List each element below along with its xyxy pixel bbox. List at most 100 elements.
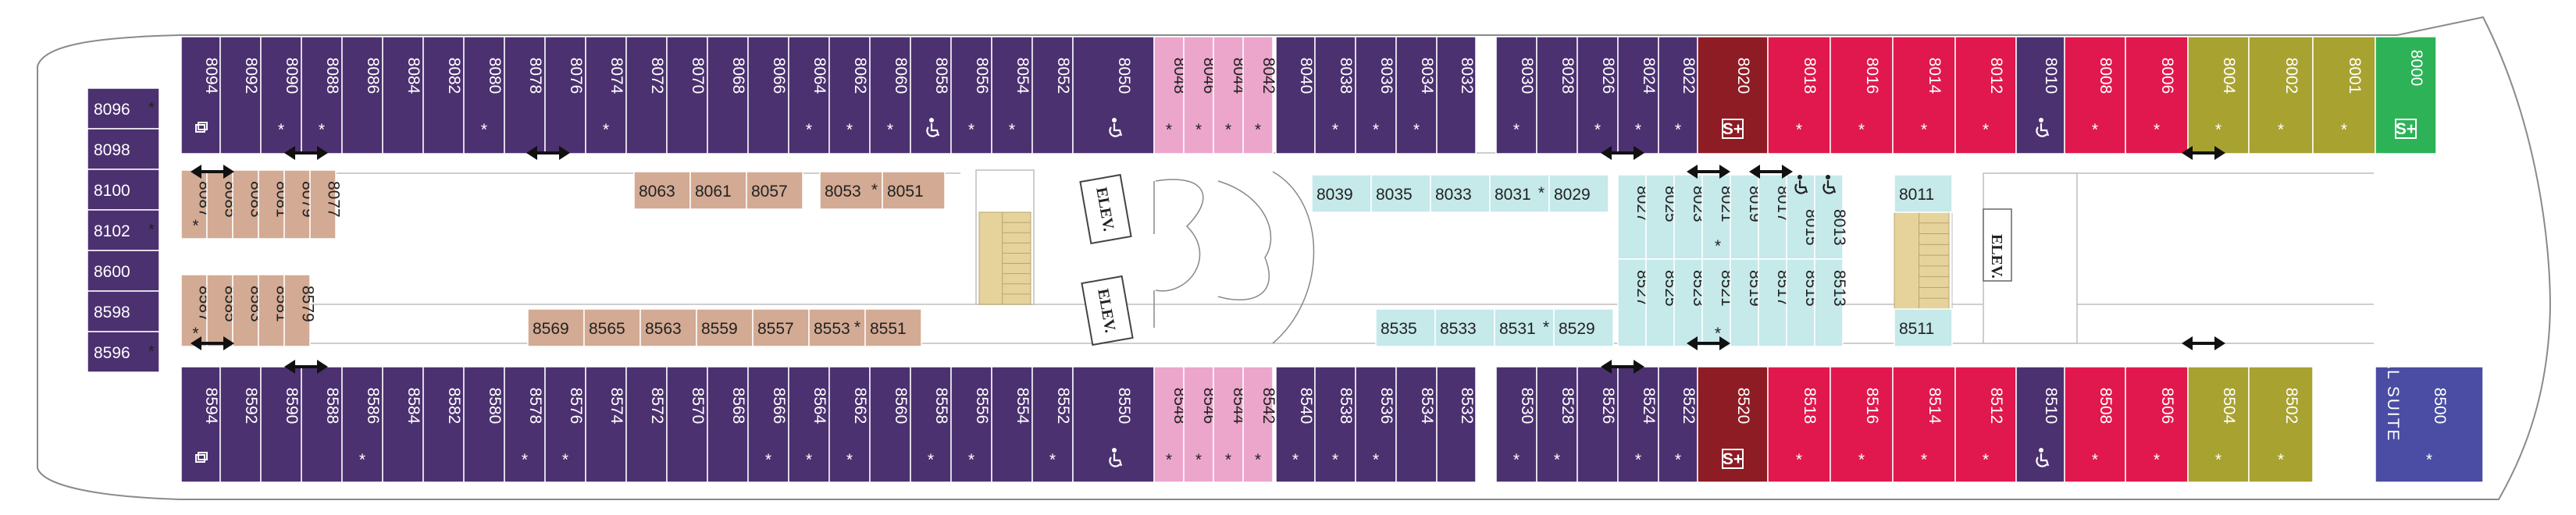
cabin-8578[interactable]: 8578* <box>504 366 546 483</box>
cabin-8550[interactable]: 8550 <box>1072 366 1155 483</box>
cabin-8590[interactable]: 8590 <box>260 366 302 483</box>
cabin-8018[interactable]: 8018* <box>1767 36 1831 154</box>
cabin-8074[interactable]: 8074* <box>585 36 627 154</box>
cabin-8068[interactable]: 8068 <box>707 36 749 154</box>
cabin-8042[interactable]: 8042* <box>1242 36 1277 154</box>
cabin-8052[interactable]: 8052 <box>1031 36 1074 154</box>
cabin-8572[interactable]: 8572 <box>625 366 668 483</box>
cabin-8584[interactable]: 8584 <box>382 366 424 483</box>
cabin-8588[interactable]: 8588 <box>301 366 343 483</box>
cabin-8100[interactable]: 8100 <box>87 169 160 211</box>
cabin-8535[interactable]: 8535 <box>1375 308 1436 347</box>
cabin-8570[interactable]: 8570 <box>666 366 708 483</box>
cabin-8560[interactable]: 8560 <box>869 366 911 483</box>
cabin-8525[interactable]: 8525 <box>1645 258 1680 347</box>
cabin-8062[interactable]: 8062* <box>828 36 871 154</box>
cabin-8056[interactable]: 8056* <box>950 36 992 154</box>
cabin-8562[interactable]: 8562* <box>828 366 871 483</box>
cabin-8594[interactable]: 8594 <box>180 366 221 483</box>
cabin-8080[interactable]: 8080* <box>463 36 505 154</box>
cabin-8001[interactable]: 8001* <box>2312 36 2376 154</box>
cabin-8058[interactable]: 8058 <box>910 36 952 154</box>
cabin-8064[interactable]: 8064* <box>788 36 830 154</box>
cabin-8011[interactable]: 8011 <box>1894 174 1953 213</box>
cabin-8084[interactable]: 8084 <box>382 36 424 154</box>
cabin-8024[interactable]: 8024* <box>1617 36 1659 154</box>
cabin-8025[interactable]: 8025 <box>1645 174 1680 260</box>
cabin-8529[interactable]: 8529 <box>1553 308 1614 347</box>
cabin-8088[interactable]: 8088* <box>301 36 343 154</box>
cabin-8574[interactable]: 8574 <box>585 366 627 483</box>
cabin-8004[interactable]: 8004* <box>2187 36 2250 154</box>
cabin-8039[interactable]: 8039 <box>1311 174 1372 213</box>
cabin-8538[interactable]: 8538* <box>1314 366 1356 483</box>
cabin-8532[interactable]: 8532 <box>1436 366 1477 483</box>
cabin-8031[interactable]: 8031* <box>1489 174 1550 213</box>
cabin-8518[interactable]: 8518* <box>1767 366 1831 483</box>
cabin-8556[interactable]: 8556* <box>950 366 992 483</box>
cabin-8070[interactable]: 8070 <box>666 36 708 154</box>
cabin-8040[interactable]: 8040 <box>1275 36 1316 154</box>
cabin-8038[interactable]: 8038* <box>1314 36 1356 154</box>
cabin-8524[interactable]: 8524* <box>1617 366 1659 483</box>
cabin-8530[interactable]: 8530* <box>1495 366 1537 483</box>
cabin-8508[interactable]: 8508* <box>2064 366 2126 483</box>
cabin-8557[interactable]: 8557 <box>752 308 810 347</box>
cabin-8053[interactable]: 8053* <box>819 171 883 210</box>
cabin-8596[interactable]: 8596* <box>87 331 160 373</box>
cabin-8569[interactable]: 8569 <box>527 308 585 347</box>
cabin-8022[interactable]: 8022* <box>1658 36 1698 154</box>
cabin-8013[interactable]: 8013 <box>1814 174 1848 260</box>
cabin-8008[interactable]: 8008* <box>2064 36 2126 154</box>
cabin-8010[interactable]: 8010 <box>2015 36 2065 154</box>
cabin-8061[interactable]: 8061 <box>689 171 747 210</box>
cabin-8016[interactable]: 8016* <box>1830 36 1894 154</box>
cabin-8528[interactable]: 8528* <box>1536 366 1578 483</box>
cabin-8592[interactable]: 8592 <box>219 366 262 483</box>
cabin-8057[interactable]: 8057 <box>746 171 803 210</box>
cabin-8513[interactable]: 8513 <box>1814 258 1848 347</box>
cabin-8102[interactable]: 8102* <box>87 209 160 251</box>
cabin-8536[interactable]: 8536* <box>1355 366 1397 483</box>
cabin-8500[interactable]: 8500* <box>2375 366 2484 483</box>
cabin-8580[interactable]: 8580 <box>463 366 505 483</box>
cabin-8579[interactable]: 8579 <box>283 274 317 347</box>
cabin-8098[interactable]: 8098 <box>87 128 160 170</box>
cabin-8521[interactable]: 8521* <box>1701 258 1736 347</box>
cabin-8563[interactable]: 8563 <box>640 308 697 347</box>
cabin-8533[interactable]: 8533 <box>1434 308 1495 347</box>
cabin-8600[interactable]: 8600 <box>87 250 160 292</box>
cabin-8551[interactable]: 8551 <box>864 308 922 347</box>
cabin-8544[interactable]: 8544* <box>1213 366 1248 483</box>
cabin-8096[interactable]: 8096* <box>87 87 160 130</box>
cabin-8514[interactable]: 8514* <box>1892 366 1956 483</box>
cabin-8082[interactable]: 8082 <box>422 36 465 154</box>
cabin-8576[interactable]: 8576* <box>544 366 586 483</box>
cabin-8032[interactable]: 8032 <box>1436 36 1477 154</box>
cabin-8582[interactable]: 8582 <box>422 366 465 483</box>
cabin-8516[interactable]: 8516* <box>1830 366 1894 483</box>
cabin-8094[interactable]: 8094 <box>180 36 221 154</box>
cabin-8035[interactable]: 8035 <box>1370 174 1431 213</box>
cabin-8034[interactable]: 8034* <box>1395 36 1438 154</box>
cabin-8564[interactable]: 8564* <box>788 366 830 483</box>
cabin-8511[interactable]: 8511 <box>1894 308 1953 347</box>
cabin-8078[interactable]: 8078 <box>504 36 546 154</box>
cabin-8012[interactable]: 8012* <box>1954 36 2017 154</box>
cabin-8060[interactable]: 8060* <box>869 36 911 154</box>
cabin-8506[interactable]: 8506* <box>2125 366 2189 483</box>
cabin-8566[interactable]: 8566* <box>747 366 789 483</box>
cabin-8077[interactable]: 8077 <box>309 169 343 240</box>
cabin-8028[interactable]: 8028 <box>1536 36 1578 154</box>
cabin-8086[interactable]: 8086 <box>341 36 383 154</box>
cabin-8542[interactable]: 8542* <box>1242 366 1277 483</box>
cabin-8066[interactable]: 8066 <box>747 36 789 154</box>
cabin-8527[interactable]: 8527 <box>1617 258 1651 347</box>
cabin-8051[interactable]: 8051 <box>882 171 946 210</box>
cabin-8030[interactable]: 8030* <box>1495 36 1537 154</box>
cabin-8502[interactable]: 8502* <box>2248 366 2314 483</box>
cabin-8534[interactable]: 8534 <box>1395 366 1438 483</box>
